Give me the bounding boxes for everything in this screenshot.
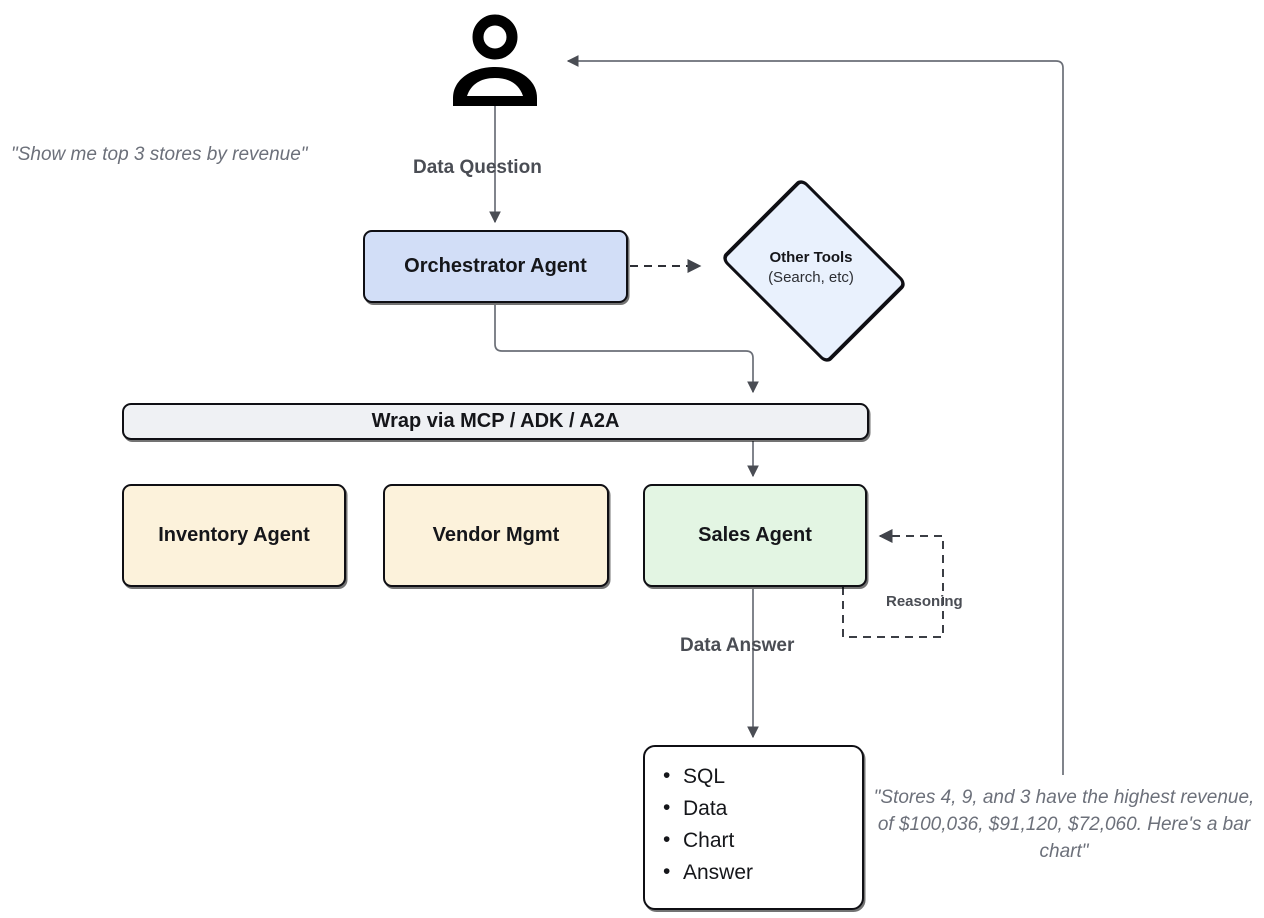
node-orchestrator-agent[interactable]: Orchestrator Agent xyxy=(363,230,628,303)
list-item: SQL xyxy=(663,760,862,793)
node-inventory-agent[interactable]: Inventory Agent xyxy=(122,484,346,587)
list-item: Chart xyxy=(663,824,862,857)
edge-label-reasoning: Reasoning xyxy=(886,593,963,610)
node-sales-agent[interactable]: Sales Agent xyxy=(643,484,867,587)
list-item: Answer xyxy=(663,856,862,889)
node-mcp-wrapper[interactable]: Wrap via MCP / ADK / A2A xyxy=(122,403,869,440)
output-list: SQL Data Chart Answer xyxy=(663,760,862,889)
diamond-label: Other Tools (Search, etc) xyxy=(710,190,912,345)
final-answer-quote: "Stores 4, 9, and 3 have the highest rev… xyxy=(873,787,1255,862)
edge-label-data-question: Data Question xyxy=(413,157,542,178)
list-item: Data xyxy=(663,792,862,825)
node-output-artifacts[interactable]: SQL Data Chart Answer xyxy=(643,745,864,910)
person-icon xyxy=(453,14,537,106)
node-vendor-mgmt[interactable]: Vendor Mgmt xyxy=(383,484,609,587)
user-question-quote: "Show me top 3 stores by revenue" xyxy=(11,144,308,165)
other-tools-subtitle: (Search, etc) xyxy=(768,268,854,286)
edge-label-data-answer: Data Answer xyxy=(680,635,795,656)
node-other-tools[interactable]: Other Tools (Search, etc) xyxy=(710,176,912,365)
other-tools-title: Other Tools xyxy=(769,249,853,266)
